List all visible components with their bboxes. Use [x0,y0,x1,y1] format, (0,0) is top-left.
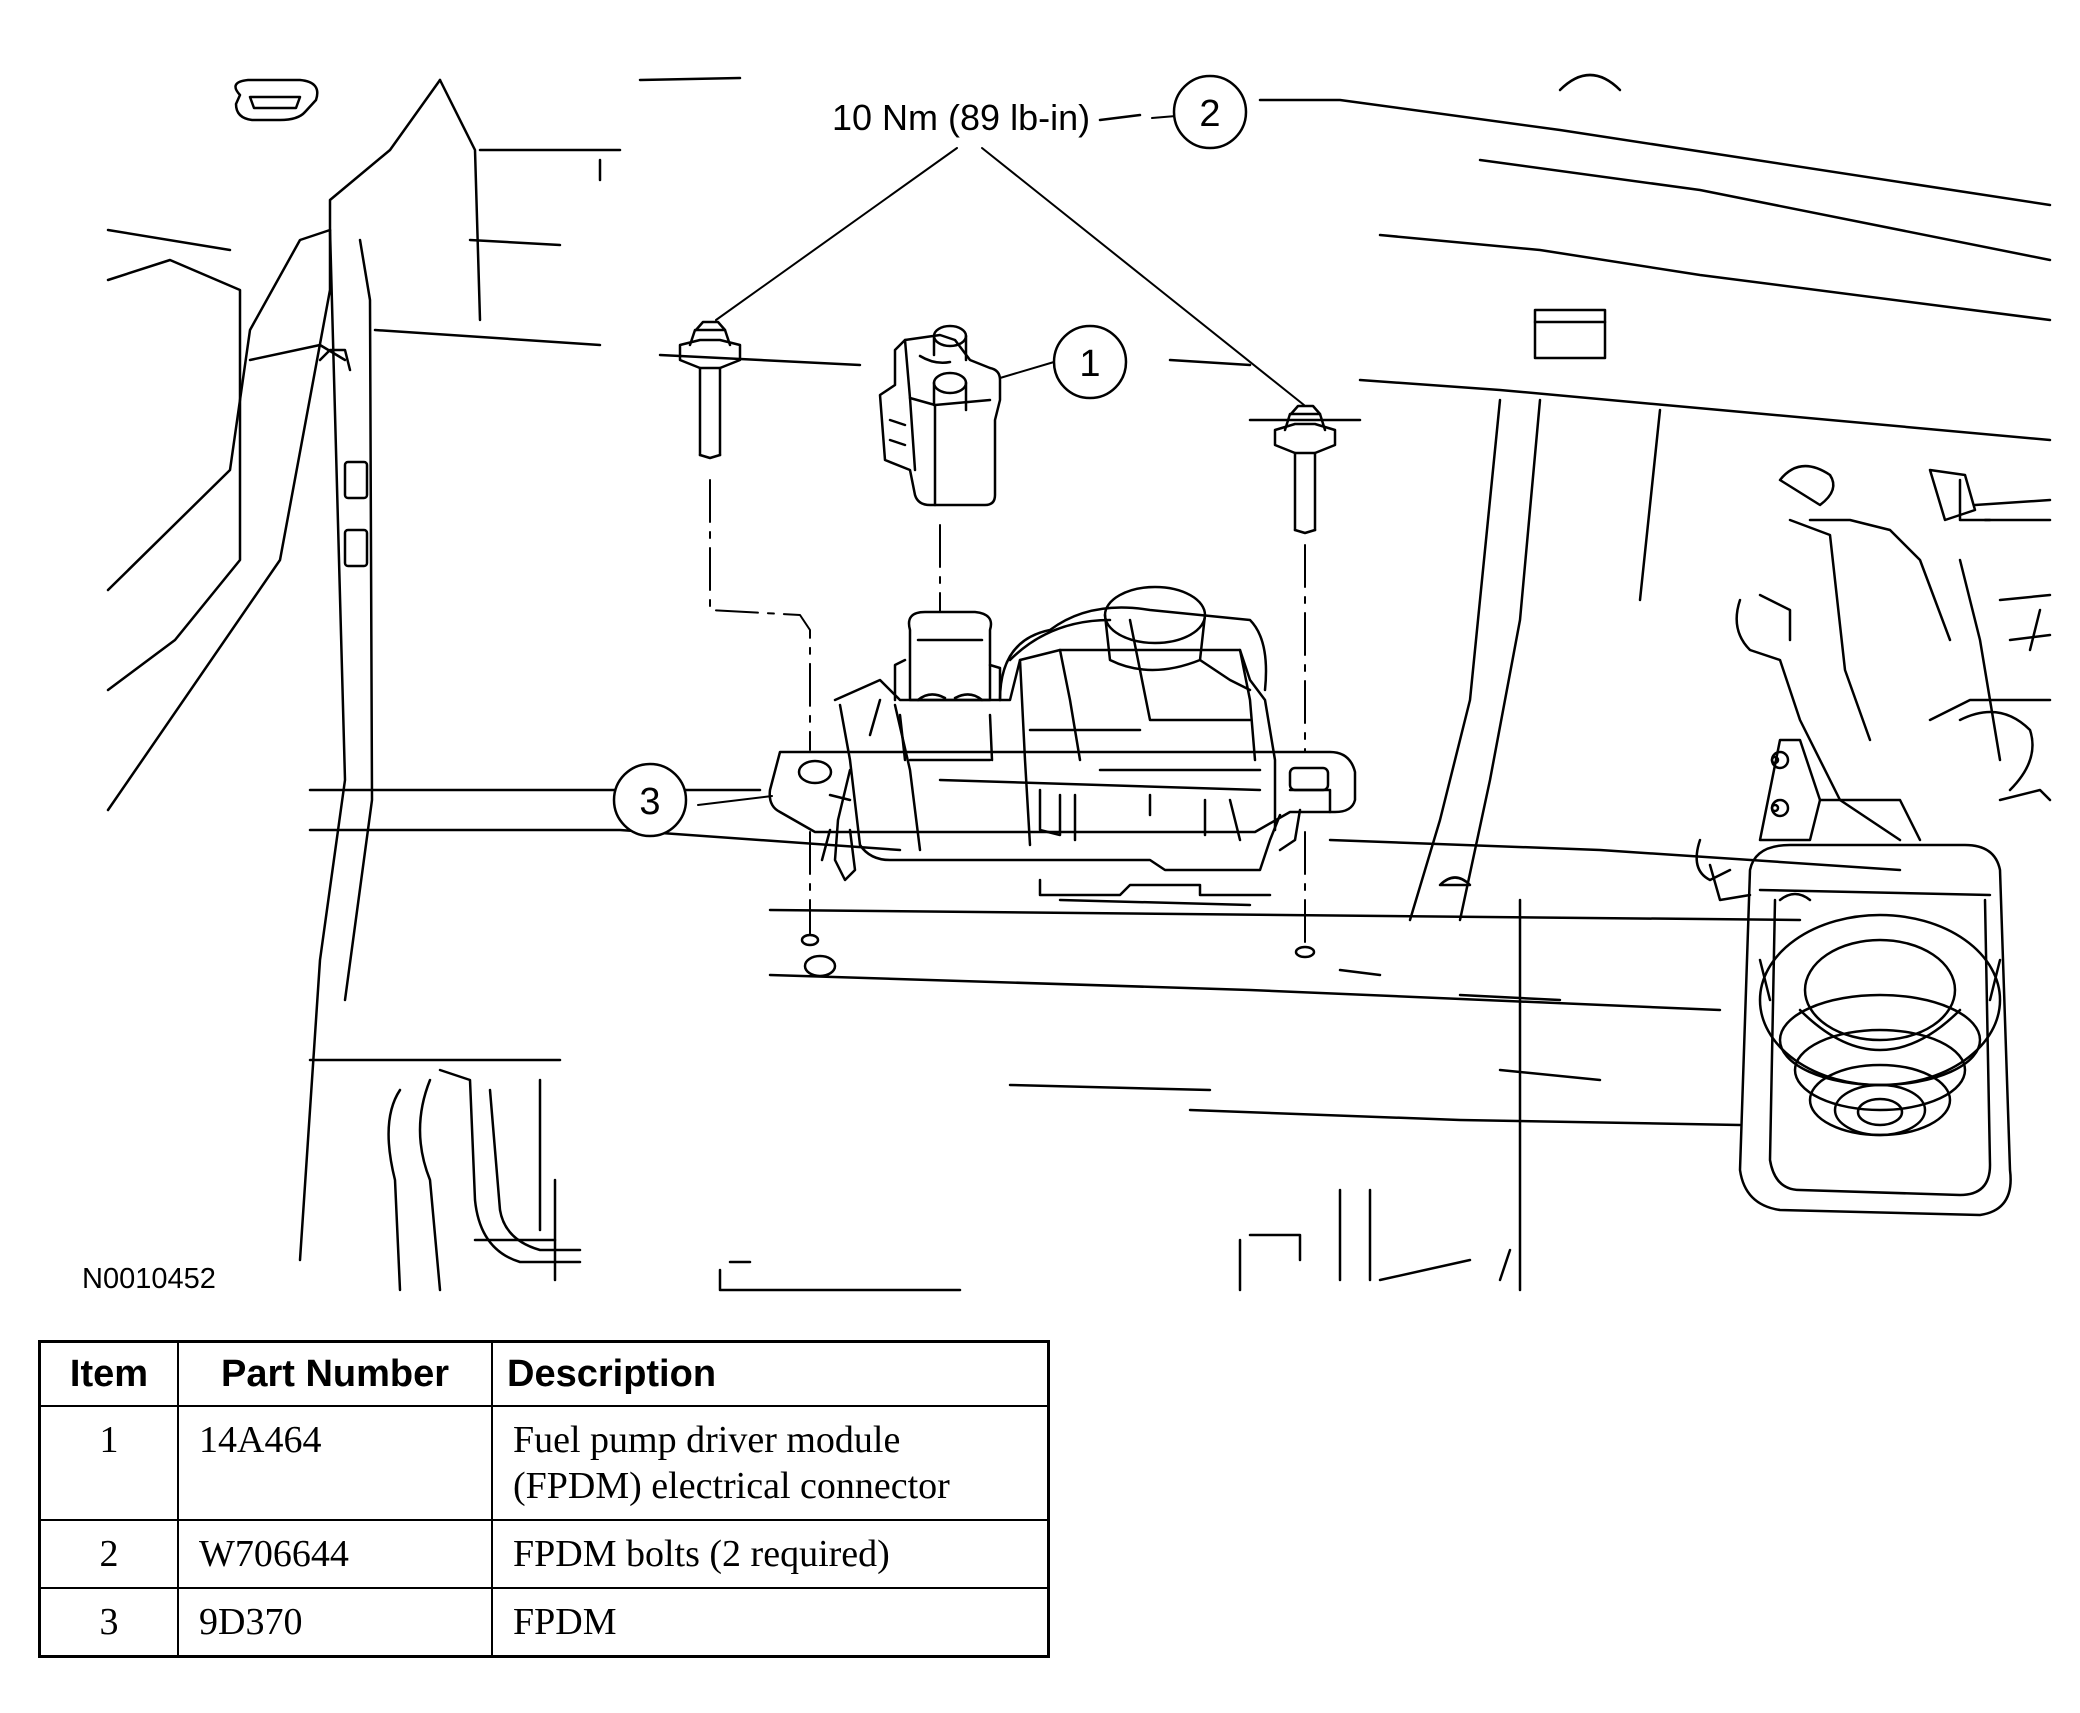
bolt-hole-right [1294,945,1316,959]
fpdm-connector [878,324,1002,507]
row-part-number: 9D370 [177,1587,493,1658]
bolt-hole-left [800,933,820,947]
callout-1-number: 1 [1079,343,1100,385]
fpdm-installation-diagram: 1 2 3 10 Nm (89 lb-in) N0010452 [82,73,2052,1295]
row-part-number: W706644 [177,1519,493,1589]
callout-3: 3 [612,762,688,838]
mount-assembly [1695,465,2052,1217]
fpdm-module [768,585,1357,882]
fpdm-bolt-left [678,320,742,460]
callout-3-number: 3 [639,781,660,823]
figure-id-label: N0010452 [82,1263,216,1295]
row-item-number: 2 [38,1519,179,1589]
table-row: 3 9D370 FPDM [38,1587,1050,1658]
parts-table: Item Part Number Description 1 14A464 Fu… [38,1340,1050,1658]
column-header-item: Item [38,1340,179,1407]
column-header-description: Description [491,1340,1050,1407]
row-description: Fuel pump driver module (FPDM) electrica… [491,1405,1050,1521]
installation-centerlines [709,479,1306,946]
callout-2-number: 2 [1199,93,1220,135]
row-description: FPDM [491,1587,1050,1658]
chassis-background [106,73,2052,1292]
callout-1: 1 [1052,324,1128,400]
row-description: FPDM bolts (2 required) [491,1519,1050,1589]
column-header-part-number: Part Number [177,1340,493,1407]
row-item-number: 1 [38,1405,179,1521]
row-item-number: 3 [38,1587,179,1658]
table-row: 2 W706644 FPDM bolts (2 required) [38,1519,1050,1589]
parts-table-header-row: Item Part Number Description [38,1340,1050,1407]
row-part-number: 14A464 [177,1405,493,1521]
table-row: 1 14A464 Fuel pump driver module (FPDM) … [38,1405,1050,1521]
torque-spec-label: 10 Nm (89 lb-in) [832,97,1090,138]
fpdm-bolt-right [1273,404,1337,535]
callout-2: 2 [1172,74,1248,150]
